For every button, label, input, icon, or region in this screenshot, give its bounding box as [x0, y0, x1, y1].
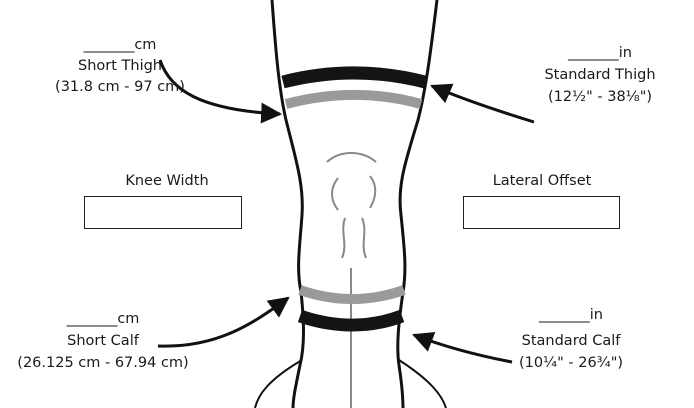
lateral-offset-input-box[interactable] [463, 196, 620, 229]
short-thigh-range: (31.8 cm - 97 cm) [34, 78, 206, 96]
standard-calf-label: _______in Standard Calf (10¼" - 26¾") [502, 306, 640, 372]
leg-left-contour [272, 0, 304, 408]
standard-thigh-range: (12½" - 38⅛") [520, 88, 680, 106]
short-calf-blank: _______cm [8, 310, 198, 328]
standard-calf-blank: _______in [502, 306, 640, 324]
knee-width-label: Knee Width [92, 172, 242, 190]
standard-thigh-name: Standard Thigh [520, 66, 680, 84]
short-thigh-name: Short Thigh [34, 57, 206, 75]
short-thigh-band [286, 95, 421, 104]
lateral-offset-label: Lateral Offset [462, 172, 622, 190]
standard-thigh-blank: _______in [520, 44, 680, 62]
standard-thigh-arrow [432, 86, 534, 122]
standard-calf-range: (10¼" - 26¾") [502, 354, 640, 372]
short-calf-range: (26.125 cm - 67.94 cm) [8, 354, 198, 372]
short-thigh-label: _______cm Short Thigh (31.8 cm - 97 cm) [34, 36, 206, 96]
short-calf-label: _______cm Short Calf (26.125 cm - 67.94 … [8, 310, 198, 372]
standard-thigh-band [283, 73, 425, 82]
short-calf-name: Short Calf [8, 332, 198, 350]
knee-width-input-box[interactable] [84, 196, 242, 229]
calf-outer-right-line [399, 360, 446, 408]
short-thigh-blank: _______cm [34, 36, 206, 54]
standard-thigh-label: _______in Standard Thigh (12½" - 38⅛") [520, 44, 680, 106]
leg-right-contour [398, 0, 437, 408]
standard-calf-name: Standard Calf [502, 332, 640, 350]
kneecap-outline [327, 153, 376, 408]
standard-calf-arrow [414, 335, 512, 362]
